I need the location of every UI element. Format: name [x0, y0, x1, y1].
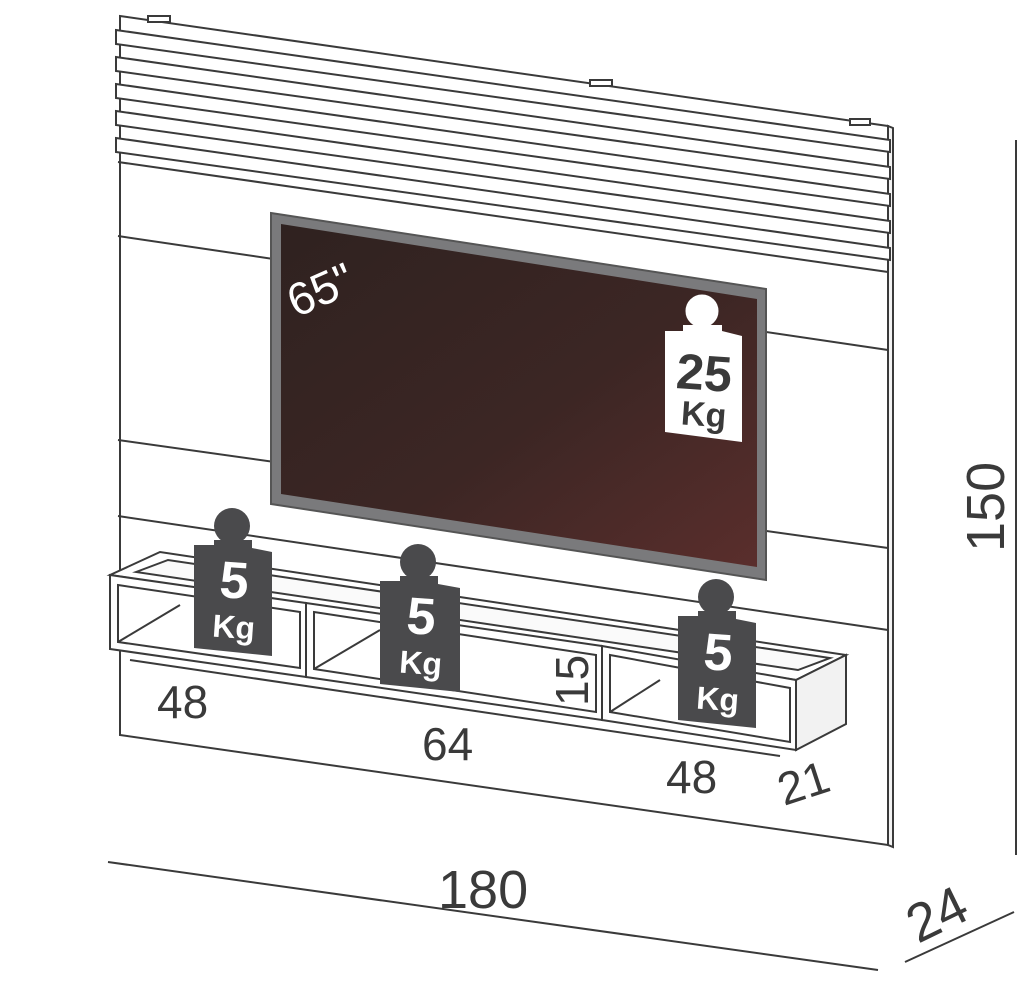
- mount-bracket: [589, 79, 613, 87]
- inner-shelf-line: [609, 679, 661, 713]
- panel-division: [117, 161, 889, 273]
- weight-tag-shelf-middle: 5 Kg: [380, 544, 460, 692]
- weight-unit-shelf-right: Kg: [695, 680, 740, 719]
- dim-right-module-width: 48: [666, 751, 717, 803]
- panel-side: [887, 124, 894, 849]
- weight-value-shelf-left: 5: [218, 551, 251, 611]
- weight-value-tv: 25: [674, 343, 733, 403]
- weight-tag-body: [665, 325, 742, 442]
- dim-left-module-width: 48: [157, 676, 208, 728]
- weight-tag-body: [380, 576, 460, 692]
- weight-tag-knob: [400, 544, 436, 580]
- slat: [115, 82, 891, 208]
- television: 65": [270, 211, 767, 582]
- module-side: [795, 653, 847, 752]
- weight-tag-knob: [685, 294, 719, 328]
- weight-unit-shelf-middle: Kg: [398, 644, 443, 683]
- slats: [115, 15, 891, 262]
- dim-total-width: 180: [438, 860, 528, 920]
- dimension-lines: [107, 140, 1017, 971]
- dim-module-height: 15: [546, 655, 598, 706]
- slat: [115, 136, 891, 262]
- dim-middle-module-width: 64: [422, 718, 473, 770]
- width-dimension-line: [107, 861, 879, 971]
- inner-shelf-line: [117, 604, 181, 643]
- weight-unit-shelf-left: Kg: [211, 608, 256, 647]
- weight-tag-body: [678, 611, 756, 728]
- mount-bracket: [147, 15, 171, 23]
- weight-tag-tv: 25 Kg: [665, 294, 742, 442]
- weight-value-shelf-right: 5: [702, 623, 735, 683]
- weight-tag-shelf-left: 5 Kg: [194, 508, 272, 656]
- weight-tag-knob: [214, 508, 250, 544]
- dim-depth: 24: [897, 875, 977, 955]
- weight-tag-body: [194, 540, 272, 656]
- dim-total-height: 150: [956, 462, 1016, 552]
- tv-screen: [281, 224, 757, 567]
- slat: [115, 109, 891, 235]
- weight-tag-shelf-right: 5 Kg: [678, 579, 756, 728]
- slat: [115, 55, 891, 181]
- inner-shelf-line: [313, 629, 381, 670]
- weight-tag-knob: [698, 579, 734, 615]
- weight-value-shelf-middle: 5: [405, 587, 438, 647]
- console-bottom: [129, 659, 781, 757]
- depth-dimension-line: [904, 911, 1015, 963]
- weight-unit-tv: Kg: [680, 394, 728, 435]
- slat: [115, 28, 891, 154]
- shelf-top-inner: [132, 558, 834, 672]
- mount-bracket: [849, 118, 871, 126]
